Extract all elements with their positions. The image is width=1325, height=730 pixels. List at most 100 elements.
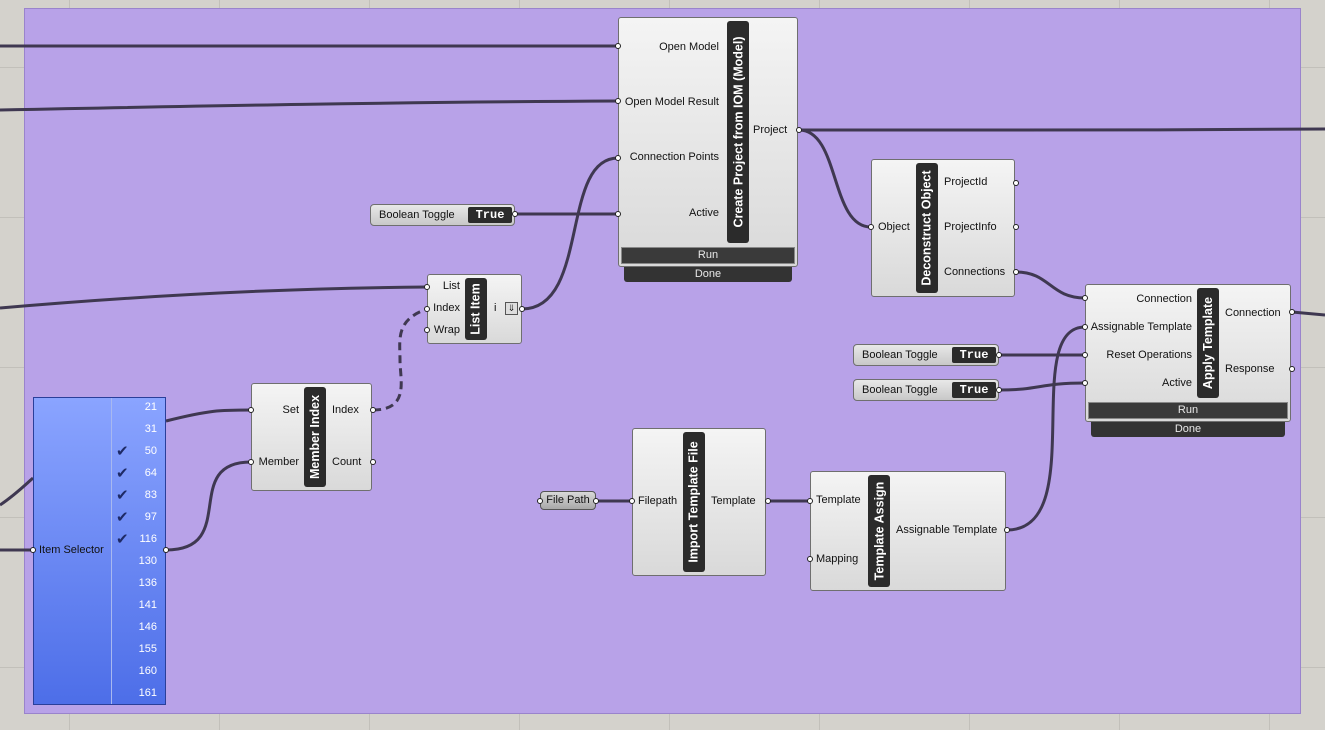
create-project-run-button[interactable]: Run xyxy=(621,247,795,264)
port-connector[interactable] xyxy=(868,224,874,230)
selector-item[interactable]: 155 xyxy=(138,643,157,655)
wire-project-out xyxy=(798,127,1325,132)
port-connector[interactable] xyxy=(1082,380,1088,386)
port-project: Project xyxy=(753,124,788,136)
port-response: Response xyxy=(1225,363,1275,375)
port-connector[interactable] xyxy=(615,98,621,104)
toggle-value[interactable]: True xyxy=(952,382,996,398)
wire-connections-apply xyxy=(1015,270,1086,300)
template-assign-component[interactable]: Template Mapping Template Assign Assigna… xyxy=(810,471,1006,591)
apply-template-run-button[interactable]: Run xyxy=(1088,402,1288,419)
selector-item[interactable]: 50 xyxy=(144,445,157,457)
member-index-component[interactable]: Set Member Member Index Index Count xyxy=(251,383,372,491)
port-reset-operations: Reset Operations xyxy=(1106,349,1192,361)
selector-item[interactable]: 130 xyxy=(138,555,157,567)
wire-open-model-result xyxy=(0,99,619,112)
wire-index-dashed xyxy=(372,307,428,412)
port-connector[interactable] xyxy=(629,498,635,504)
port-connector[interactable] xyxy=(248,459,254,465)
port-connection-out: Connection xyxy=(1225,307,1281,319)
port-connector[interactable] xyxy=(1082,324,1088,330)
apply-template-status: Done xyxy=(1091,422,1285,437)
port-connector[interactable] xyxy=(996,352,1002,358)
port-projectid: ProjectId xyxy=(944,176,988,188)
checkmark-icon: ✔ xyxy=(116,509,129,526)
port-connector[interactable] xyxy=(615,155,621,161)
selector-item[interactable]: 141 xyxy=(138,599,157,611)
arrow-down-icon[interactable]: ⇓ xyxy=(505,302,518,315)
boolean-toggle-active-apply[interactable]: Boolean Toggle True xyxy=(853,379,999,401)
wire-apply-out xyxy=(1291,310,1325,317)
port-connector[interactable] xyxy=(807,498,813,504)
toggle-value[interactable]: True xyxy=(952,347,996,363)
port-connector[interactable] xyxy=(424,327,430,333)
wire-assignable-template xyxy=(1006,325,1086,532)
port-connector[interactable] xyxy=(996,387,1002,393)
port-connector[interactable] xyxy=(796,127,802,133)
port-connector[interactable] xyxy=(1004,527,1010,533)
port-i: i xyxy=(494,302,497,314)
port-connector[interactable] xyxy=(1289,309,1295,315)
selector-item[interactable]: 136 xyxy=(138,577,157,589)
port-connector[interactable] xyxy=(765,498,771,504)
selector-item[interactable]: 160 xyxy=(138,665,157,677)
port-connector[interactable] xyxy=(248,407,254,413)
port-connector[interactable] xyxy=(512,211,518,217)
checkmark-icon: ✔ xyxy=(116,443,129,460)
port-connector[interactable] xyxy=(163,547,169,553)
apply-template-component[interactable]: Connection Assignable Template Reset Ope… xyxy=(1085,284,1291,422)
port-connector[interactable] xyxy=(370,407,376,413)
import-template-file-component[interactable]: Filepath Import Template File Template xyxy=(632,428,766,576)
selector-item[interactable]: 161 xyxy=(138,687,157,699)
create-project-component[interactable]: Open Model Open Model Result Connection … xyxy=(618,17,798,267)
toggle-value[interactable]: True xyxy=(468,207,512,223)
selector-item[interactable]: 116 xyxy=(139,533,157,545)
port-connector[interactable] xyxy=(593,498,599,504)
port-connector[interactable] xyxy=(424,284,430,290)
port-connector[interactable] xyxy=(370,459,376,465)
port-connector[interactable] xyxy=(30,547,36,553)
port-connector[interactable] xyxy=(1289,366,1295,372)
boolean-toggle-reset[interactable]: Boolean Toggle True xyxy=(853,344,999,366)
port-connector[interactable] xyxy=(807,556,813,562)
wire-selector-left1 xyxy=(0,476,34,507)
selector-divider xyxy=(111,398,112,704)
wire-selector-member xyxy=(165,460,252,552)
apply-template-title: Apply Template xyxy=(1197,288,1219,398)
port-count: Count xyxy=(332,456,362,468)
port-connector[interactable] xyxy=(1013,180,1019,186)
port-connector[interactable] xyxy=(1082,352,1088,358)
port-connector[interactable] xyxy=(424,306,430,312)
boolean-toggle-active[interactable]: Boolean Toggle True xyxy=(370,204,515,226)
selector-item[interactable]: 83 xyxy=(144,489,157,501)
create-project-title: Create Project from IOM (Model) xyxy=(727,21,749,243)
port-connector[interactable] xyxy=(1013,269,1019,275)
port-index-out: Index xyxy=(332,404,359,416)
port-connector[interactable] xyxy=(615,211,621,217)
wire-selector-set xyxy=(165,408,252,423)
port-connector[interactable] xyxy=(615,43,621,49)
selector-item[interactable]: 31 xyxy=(144,423,157,435)
selector-item[interactable]: 21 xyxy=(144,401,157,413)
port-object: Object xyxy=(878,221,910,233)
port-filepath: Filepath xyxy=(638,495,678,507)
port-connector[interactable] xyxy=(519,306,525,312)
port-connector[interactable] xyxy=(1082,295,1088,301)
port-projectinfo: ProjectInfo xyxy=(944,221,997,233)
file-path-parameter[interactable]: File Path xyxy=(540,491,596,510)
port-connection-in: Connection xyxy=(1136,293,1192,305)
port-connector[interactable] xyxy=(1013,224,1019,230)
port-mapping: Mapping xyxy=(816,553,859,565)
selector-item[interactable]: 146 xyxy=(138,621,157,633)
wire-project-object xyxy=(798,128,872,229)
list-item-title: List Item xyxy=(465,278,487,340)
template-assign-title: Template Assign xyxy=(868,475,890,587)
port-active-apply: Active xyxy=(1162,377,1192,389)
selector-item[interactable]: 64 xyxy=(144,467,157,479)
deconstruct-object-component[interactable]: Object Deconstruct Object ProjectId Proj… xyxy=(871,159,1015,297)
list-item-component[interactable]: List Index Wrap List Item i ⇓ xyxy=(427,274,522,344)
port-connector[interactable] xyxy=(537,498,543,504)
selector-item[interactable]: 97 xyxy=(144,511,157,523)
